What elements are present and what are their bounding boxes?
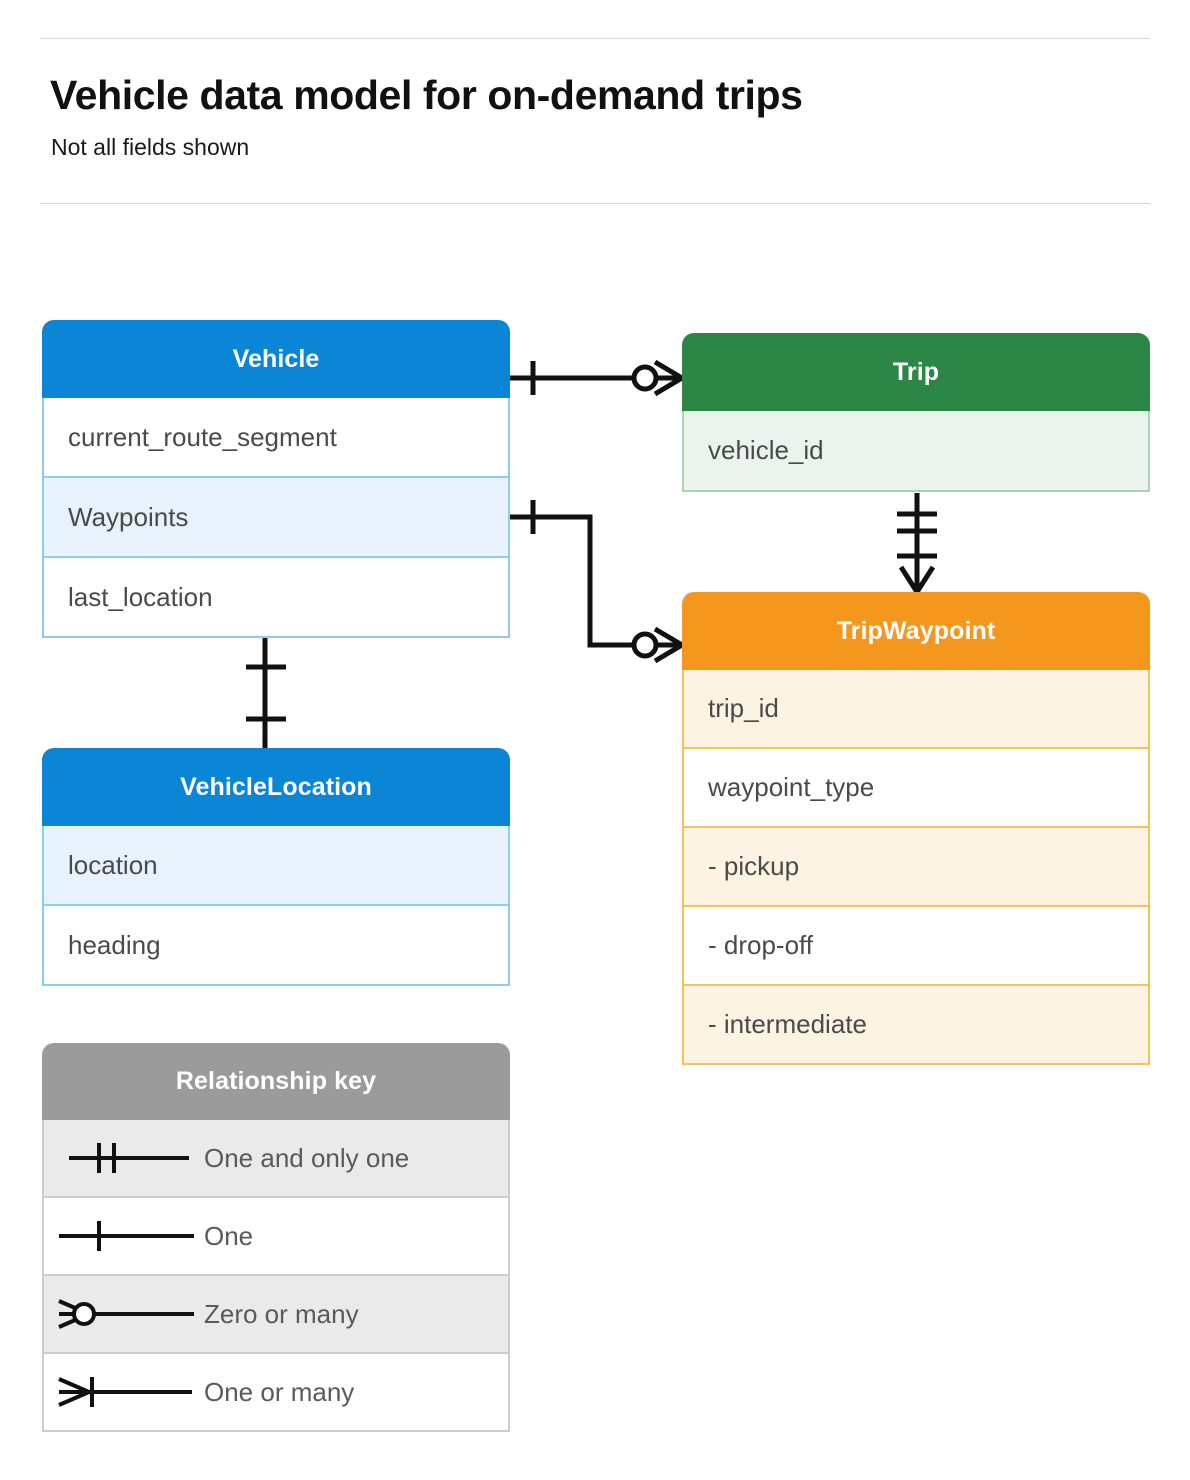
legend-item-one: One (42, 1198, 510, 1276)
entity-trip-title: Trip (682, 333, 1150, 411)
one-icon (59, 1221, 194, 1251)
entity-vehiclelocation-field-location[interactable]: location (42, 826, 510, 906)
legend-item-one-and-only-one: One and only one (42, 1120, 510, 1198)
legend-label-one: One (204, 1220, 254, 1251)
one-or-many-icon (58, 1377, 192, 1407)
entity-trip-field-vehicle-id[interactable]: vehicle_id (682, 411, 1150, 492)
relationship-key-legend: Relationship key One and only one One (42, 1043, 510, 1432)
legend-item-one-or-many: One or many (42, 1354, 510, 1432)
entity-tripwaypoint-value-pickup[interactable]: - pickup (682, 828, 1150, 907)
entity-tripwaypoint-value-intermediate[interactable]: - intermediate (682, 986, 1150, 1065)
legend-label-one-or-many: One or many (204, 1376, 355, 1407)
entity-vehicle[interactable]: Vehicle current_route_segment Waypoints … (42, 320, 510, 638)
connector-waypoints-tripwaypoint (510, 514, 682, 648)
page-title: Vehicle data model for on-demand trips (50, 72, 803, 118)
entity-tripwaypoint-title: TripWaypoint (682, 592, 1150, 670)
entity-tripwaypoint-field-trip-id[interactable]: trip_id (682, 670, 1150, 749)
header-divider-bottom (40, 203, 1150, 204)
entity-tripwaypoint-field-waypoint-type[interactable]: waypoint_type (682, 749, 1150, 828)
legend-label-one-and-only-one: One and only one (204, 1142, 410, 1173)
entity-vehiclelocation[interactable]: VehicleLocation location heading (42, 748, 510, 986)
legend-item-zero-or-many: Zero or many (42, 1276, 510, 1354)
entity-trip[interactable]: Trip vehicle_id (682, 333, 1150, 492)
one-and-only-one-icon (69, 1143, 189, 1173)
entity-vehicle-field-waypoints[interactable]: Waypoints (42, 478, 510, 558)
entity-vehicle-title: Vehicle (42, 320, 510, 398)
entity-tripwaypoint-value-drop-off[interactable]: - drop-off (682, 907, 1150, 986)
entity-vehicle-field-current-route-segment[interactable]: current_route_segment (42, 398, 510, 478)
entity-vehiclelocation-title: VehicleLocation (42, 748, 510, 826)
entity-tripwaypoint[interactable]: TripWaypoint trip_id waypoint_type - pic… (682, 592, 1150, 1065)
relationship-key-title: Relationship key (42, 1043, 510, 1120)
entity-vehicle-field-last-location[interactable]: last_location (42, 558, 510, 638)
header-divider-top (40, 38, 1150, 39)
legend-label-zero-or-many: Zero or many (204, 1298, 359, 1329)
zero-or-many-icon (58, 1299, 194, 1329)
entity-vehiclelocation-field-heading[interactable]: heading (42, 906, 510, 986)
page-subtitle: Not all fields shown (51, 134, 250, 160)
